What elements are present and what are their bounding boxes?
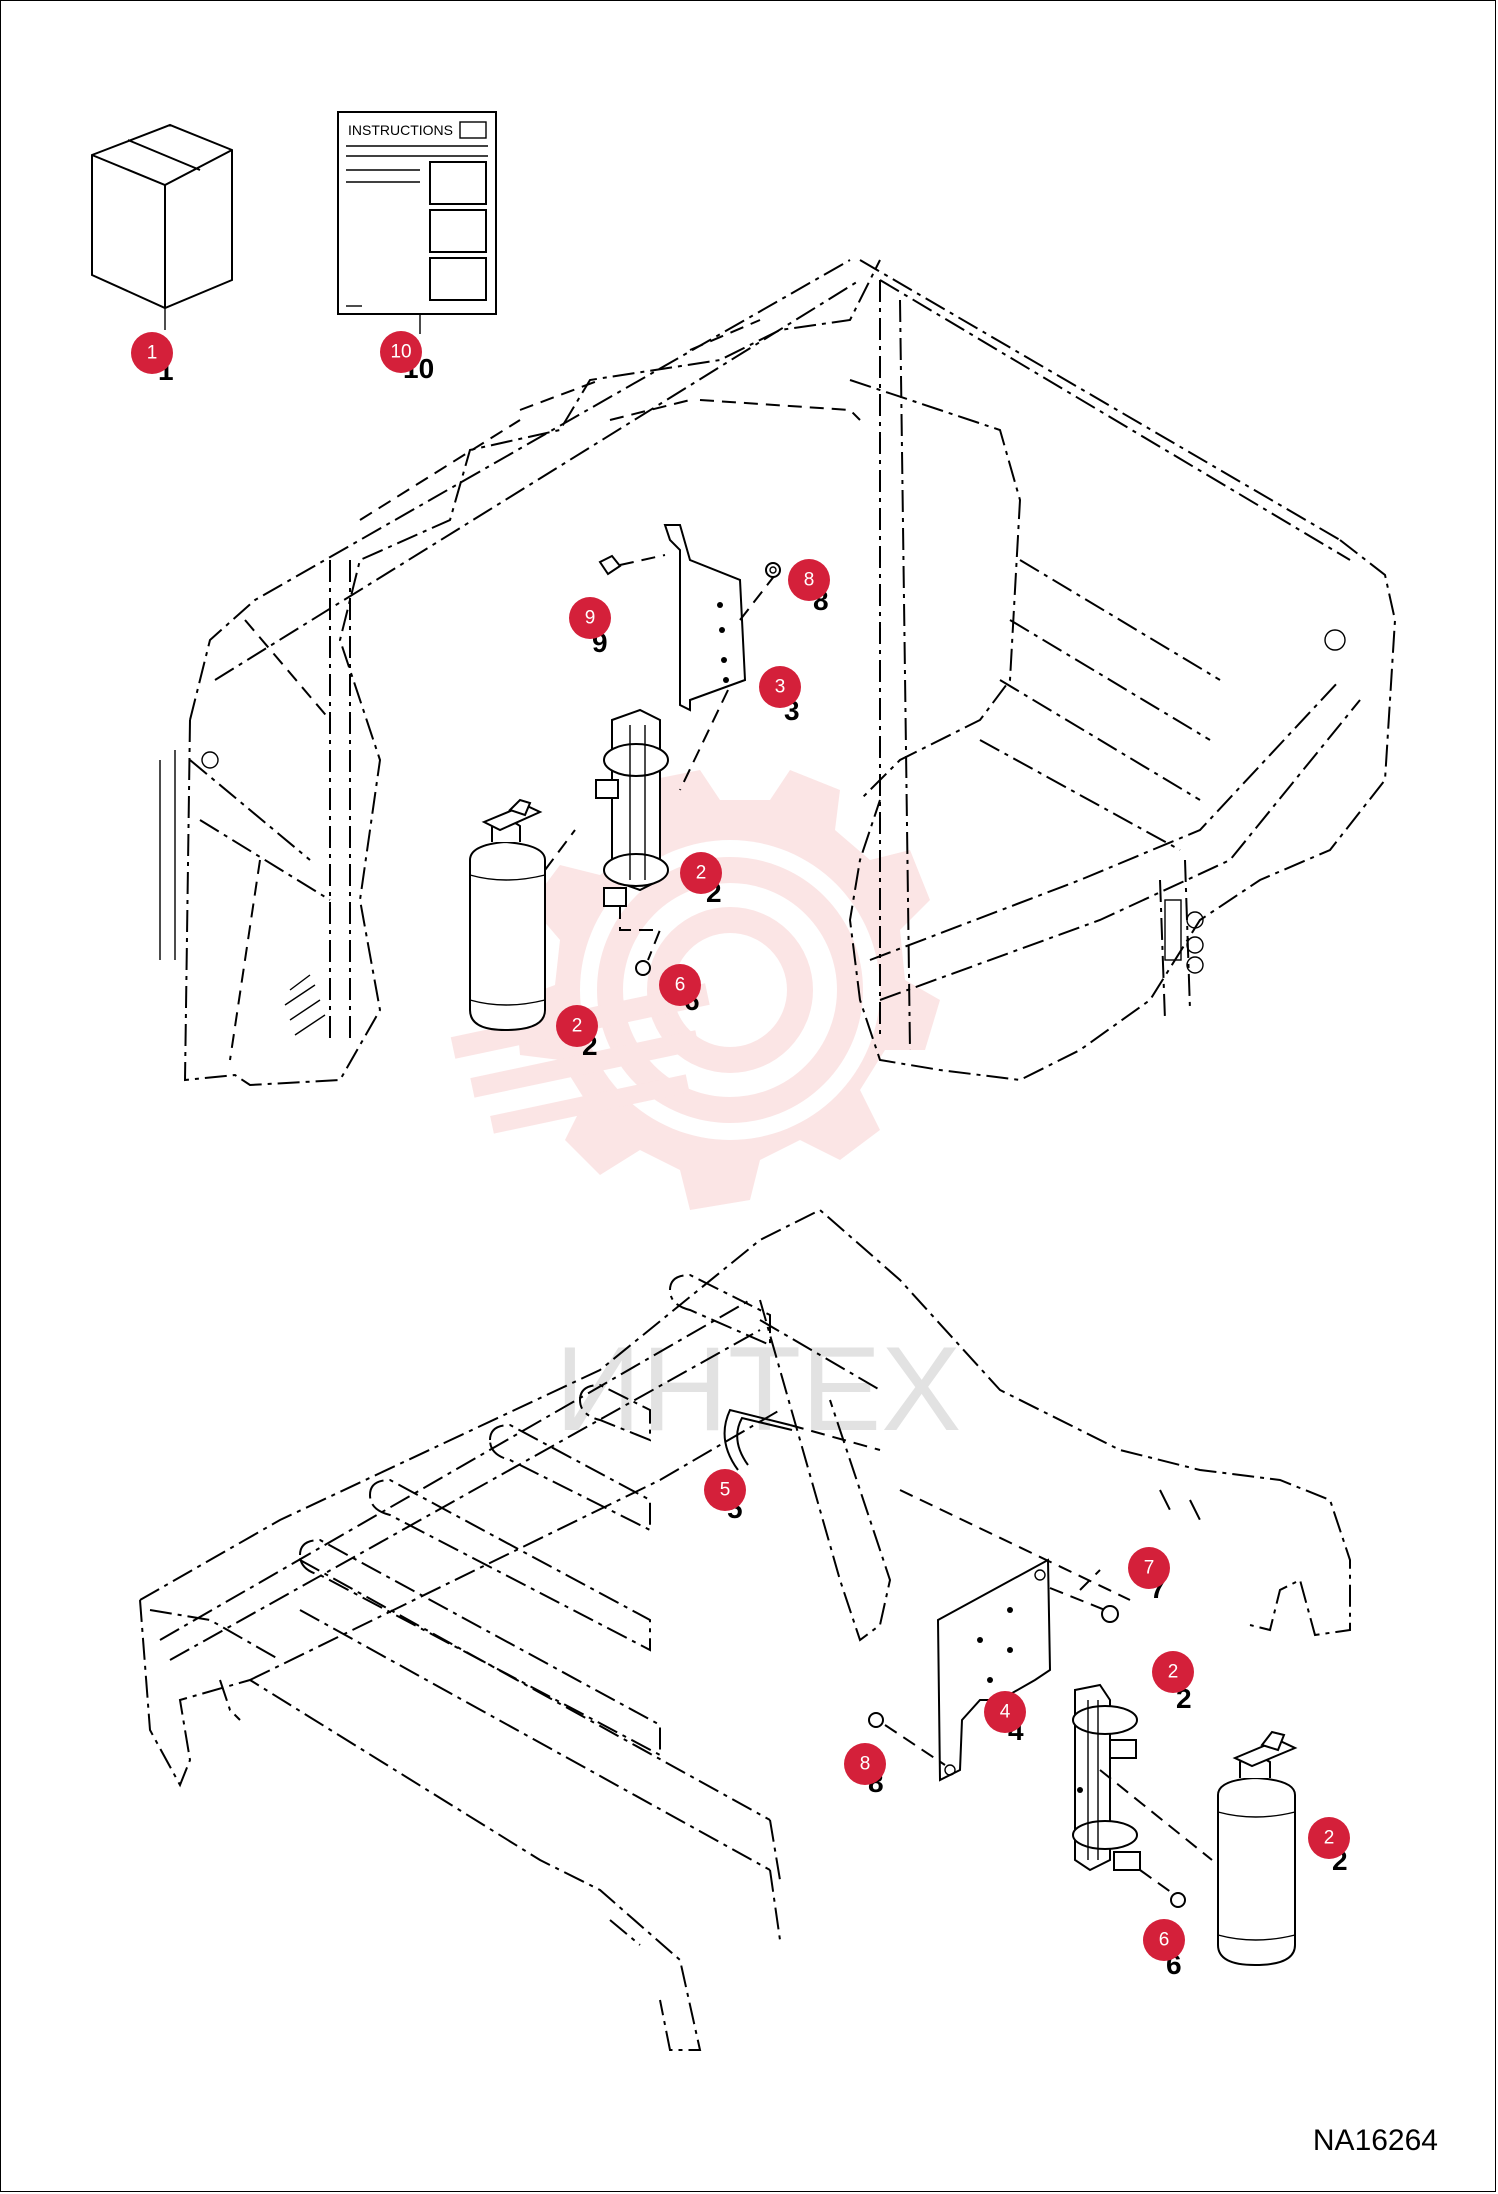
watermark-text: ИНТЕХ [555,1322,961,1456]
figure-code: NA16264 [1312,2124,1438,2157]
upper-extinguisher-illustration [469,798,576,1032]
lower-holder-illustration [1072,1683,1213,1908]
callout-label: 6 [1159,1930,1170,1951]
upper-bracket-assembly [598,399,861,791]
callout-label: 3 [775,677,786,698]
callout-label: 1 [147,343,158,364]
callout-plate-lower: 4 [984,1691,1026,1733]
callout-bolt-upper: 9 [569,597,611,639]
callout-extinguisher-lower: 2 [1308,1817,1350,1859]
instructions-sheet-illustration: INSTRUCTIONS [337,111,497,334]
kit-box-illustration [91,123,233,330]
callout-label: 2 [572,1016,583,1037]
callout-holder-upper: 2 [680,852,722,894]
callout-label: 7 [1144,1558,1155,1579]
callout-nut-lower-right: 7 [1128,1547,1170,1589]
callout-nut-upper: 8 [788,559,830,601]
callout-label: 6 [675,975,686,996]
callout-label: 5 [720,1480,731,1501]
callout-kit: 1 [131,332,173,374]
callout-extinguisher-upper: 2 [556,1005,598,1047]
callout-label: 10 [390,342,411,363]
callout-instructions: 10 [380,331,422,373]
lower-machine-outline [139,1208,1351,2051]
callout-screw-upper: 6 [659,964,701,1006]
callout-label: 2 [1168,1662,1179,1683]
callout-nut-lower-left: 8 [844,1743,886,1785]
callout-holder-lower: 2 [1152,1651,1194,1693]
callout-label: 9 [585,608,596,629]
callout-label: 8 [804,570,815,591]
lower-extinguisher-illustration [1217,1730,1298,1967]
instructions-label: INSTRUCTIONS [348,122,453,138]
callout-bracket-upper: 3 [759,666,801,708]
upper-machine-outline [159,259,1397,1087]
callout-label: 2 [1324,1828,1335,1849]
callout-label: 8 [860,1754,871,1775]
callout-label: 2 [696,863,707,884]
callout-u-bolt: 5 [704,1469,746,1511]
callout-screw-lower: 6 [1143,1919,1185,1961]
callout-label: 4 [1000,1702,1011,1723]
upper-holder-illustration [595,708,669,976]
